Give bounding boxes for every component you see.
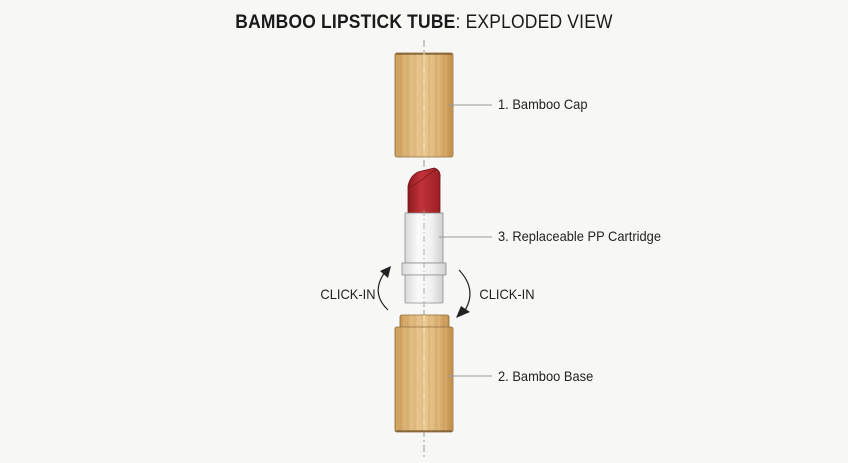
label-bamboo-base: 2. Bamboo Base bbox=[498, 368, 594, 384]
title-bold: BAMBOO LIPSTICK TUBE bbox=[235, 12, 456, 33]
title-rest: : EXPLODED VIEW bbox=[455, 12, 613, 33]
click-in-label-left: CLICK-IN bbox=[320, 286, 376, 302]
pp-cartridge bbox=[401, 210, 447, 305]
label-bamboo-cap: 1. Bamboo Cap bbox=[498, 96, 588, 112]
label-pp-cartridge: 3. Replaceable PP Cartridge bbox=[498, 228, 662, 244]
click-in-label-right: CLICK-IN bbox=[479, 286, 535, 302]
lipstick-bullet bbox=[407, 167, 441, 214]
click-in-arrow-left bbox=[377, 266, 391, 311]
diagram-title: BAMBOO LIPSTICK TUBE: EXPLODED VIEW bbox=[34, 12, 814, 34]
click-in-arrow-right bbox=[456, 269, 471, 318]
bamboo-cap bbox=[394, 52, 454, 158]
bamboo-base bbox=[394, 314, 454, 433]
